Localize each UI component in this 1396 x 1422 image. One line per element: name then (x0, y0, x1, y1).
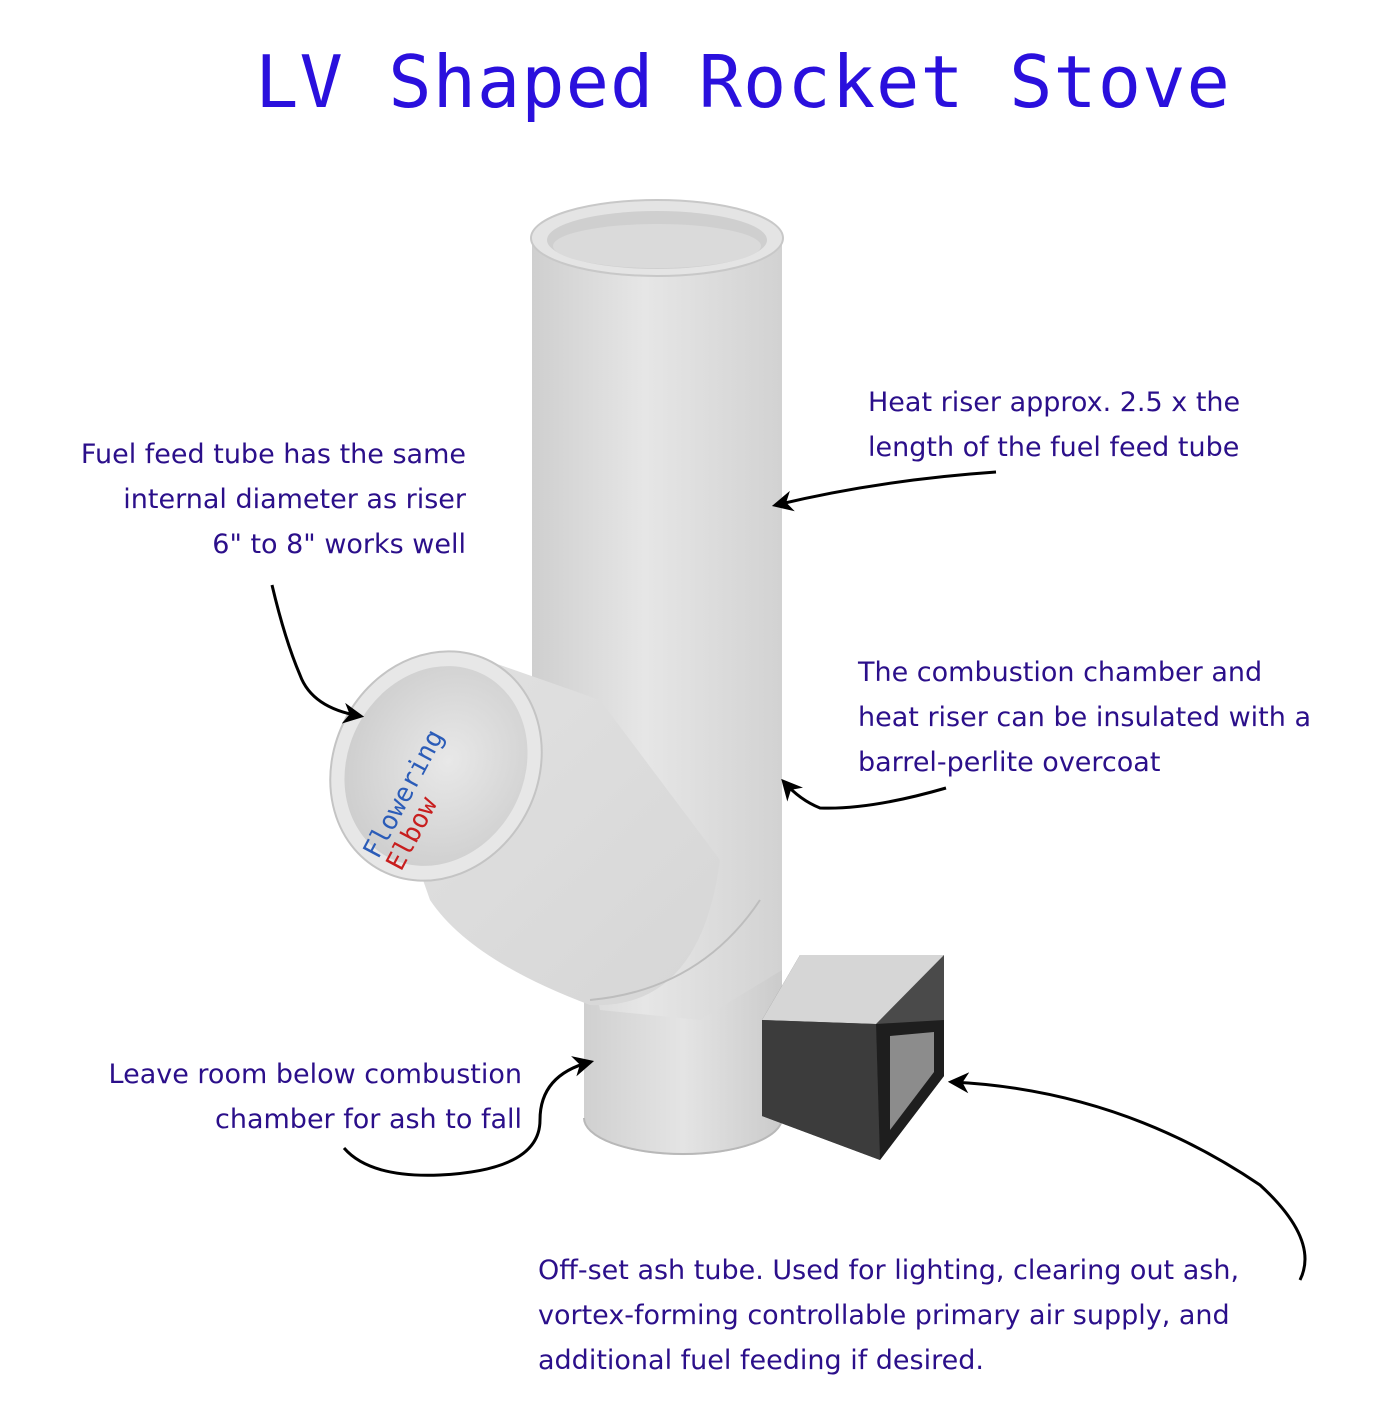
annotation-insulation: The combustion chamber and heat riser ca… (858, 657, 1311, 778)
arrow-ash-room (342, 1056, 595, 1177)
annotation-heat-riser: Heat riser approx. 2.5 x the length of t… (868, 387, 1241, 463)
arrow-feed (270, 584, 365, 724)
arrow-insulate (781, 778, 947, 810)
annotation-fuel-feed: Fuel feed tube has the same internal dia… (80, 439, 466, 560)
fuel-feed-tube (329, 650, 761, 1006)
arrow-ash-tube (947, 1072, 1307, 1281)
annotation-ash-tube: Off-set ash tube. Used for lighting, cle… (538, 1255, 1240, 1376)
diagram-title: LV Shaped Rocket Stove (255, 40, 1231, 124)
ash-tube (762, 955, 944, 1160)
arrow-riser (771, 470, 997, 512)
annotation-ash-room: Leave room below combustion chamber for … (108, 1059, 522, 1135)
